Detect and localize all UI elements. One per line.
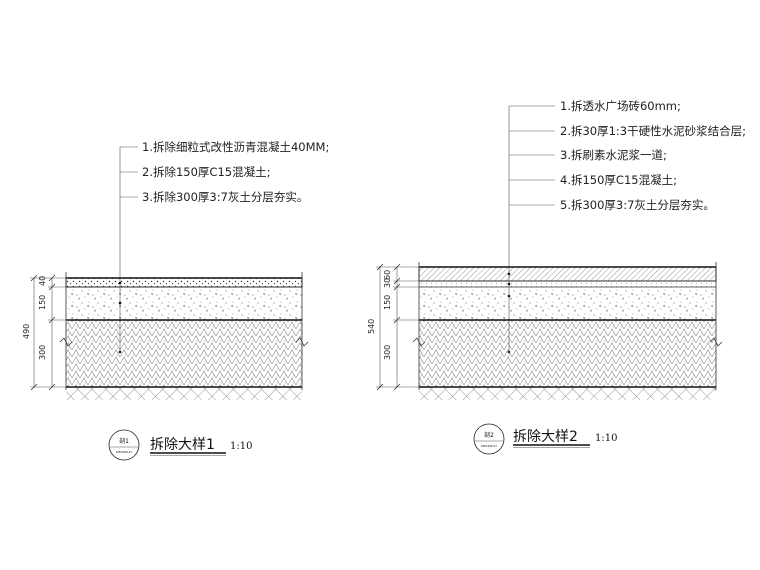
detail-1-title-block: 剖1 DPM-ZZD-01 拆除大样1 1:10 — [108, 429, 252, 461]
detail-2-paver-layer — [418, 266, 717, 282]
detail-1-title: 拆除大样1 — [150, 437, 215, 453]
detail-1-dim-total: 490 — [22, 324, 31, 339]
detail-1-dim-300: 300 — [38, 345, 47, 360]
detail-2-note-4: 4.拆150厚C15混凝土; — [560, 173, 677, 187]
detail-2-lime-soil-layer — [419, 320, 716, 387]
detail-2-dim-60: 60 — [383, 270, 392, 280]
detail-2-note-3: 3.拆刷素水泥浆一道; — [560, 148, 667, 162]
detail-1-note-1: 1.拆除细粒式改性沥青混凝土40MM; — [142, 140, 329, 154]
detail-2-dimensions — [376, 263, 419, 391]
detail-1-dimensions — [30, 274, 66, 391]
detail-2-scale: 1:10 — [595, 433, 617, 444]
detail-1-tag-sub: DPM-ZZD-01 — [116, 450, 132, 454]
detail-1-subgrade — [66, 387, 302, 400]
detail-2-section-tag — [473, 423, 505, 455]
detail-1-break-left — [59, 337, 73, 347]
detail-2-title-block: 剖2 DPM-ZZD-01 拆除大样2 1:10 — [473, 423, 617, 455]
detail-1-section-tag — [108, 429, 140, 461]
detail-1-asphalt-layer — [65, 277, 303, 288]
detail-1-dim-150: 150 — [38, 295, 47, 310]
detail-2-note-2: 2.拆30厚1:3干硬性水泥砂浆结合层; — [560, 124, 746, 138]
detail-2-break-right — [709, 337, 723, 347]
detail-2-concrete-layer — [419, 287, 716, 320]
detail-2-dim-300: 300 — [383, 345, 392, 360]
detail-2-dim-total: 540 — [367, 319, 376, 334]
detail-2-title: 拆除大样2 — [513, 429, 578, 445]
detail-2-tag-label: 剖2 — [484, 431, 494, 439]
detail-2-dim-30: 30 — [383, 278, 392, 288]
detail-2: 1.拆透水广场砖60mm; 2.拆30厚1:3干硬性水泥砂浆结合层; 3.拆刷素… — [367, 99, 746, 455]
detail-1-break-right — [295, 337, 309, 347]
detail-2-mortar-layer — [419, 281, 716, 287]
detail-1-lime-soil-layer — [66, 320, 302, 387]
detail-2-tag-sub: DPM-ZZD-01 — [481, 444, 497, 448]
detail-1-note-3: 3.拆除300厚3:7灰土分层夯实。 — [142, 190, 308, 204]
detail-1-tag-label: 剖1 — [119, 437, 129, 445]
detail-2-subgrade — [419, 387, 716, 400]
detail-1-concrete-layer — [66, 287, 302, 320]
detail-2-dim-150: 150 — [383, 295, 392, 310]
detail-1-note-2: 2.拆除150厚C15混凝土; — [142, 165, 270, 179]
detail-2-break-left — [412, 337, 426, 347]
detail-1: 1.拆除细粒式改性沥青混凝土40MM; 2.拆除150厚C15混凝土; 3.拆除… — [22, 140, 329, 461]
detail-1-dim-40: 40 — [38, 276, 47, 286]
detail-1-scale: 1:10 — [230, 441, 252, 452]
detail-2-note-1: 1.拆透水广场砖60mm; — [560, 99, 681, 113]
detail-2-note-5: 5.拆300厚3:7灰土分层夯实。 — [560, 198, 715, 212]
